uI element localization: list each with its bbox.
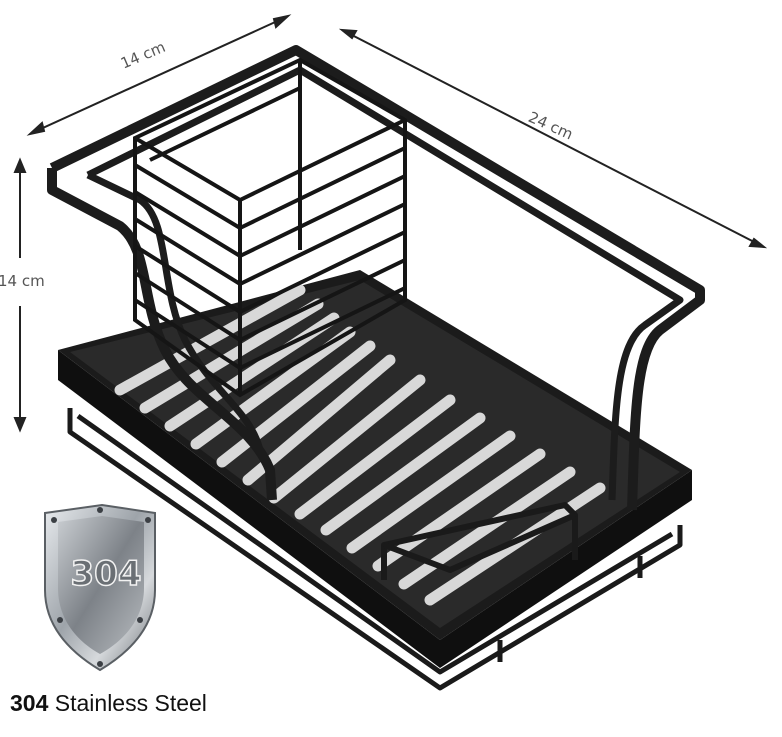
shield-number: 304 — [71, 554, 142, 594]
dimension-arrows — [13, 14, 768, 433]
towel-bar — [381, 502, 578, 580]
material-caption: 304 Stainless Steel — [10, 690, 207, 717]
wire-basket — [133, 57, 407, 398]
stainless-shield-badge: 304 — [44, 503, 156, 672]
width-arrow — [33, 17, 285, 133]
caption-text: Stainless Steel — [48, 690, 207, 716]
caption-number: 304 — [10, 690, 49, 716]
drip-tray — [58, 270, 692, 668]
bottom-rail — [67, 408, 683, 691]
height-dimension-label: 14 cm — [0, 272, 45, 290]
length-arrow — [345, 31, 761, 246]
